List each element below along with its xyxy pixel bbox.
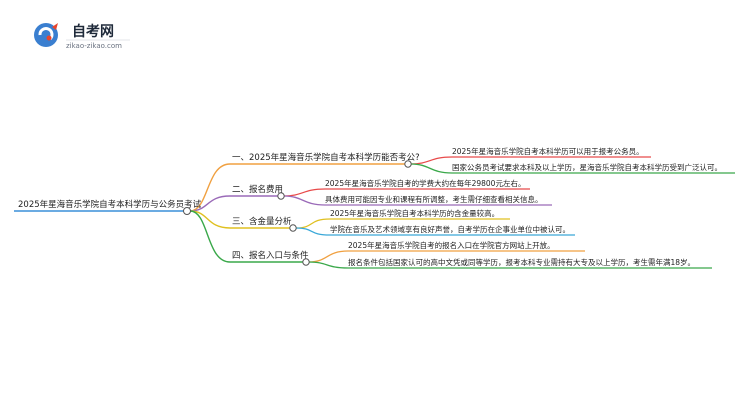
branch-label[interactable]: 二、报名费用 xyxy=(232,184,283,195)
leaf-connector xyxy=(283,195,326,206)
root-node-dot[interactable] xyxy=(183,207,191,215)
leaf-connector xyxy=(410,163,453,174)
leaf-connector xyxy=(295,227,331,236)
logo-icon xyxy=(34,23,58,47)
leaf-text[interactable]: 2025年星海音乐学院自考本科学历可以用于报考公务员。 xyxy=(452,146,644,156)
logo-title: 自考网 xyxy=(72,23,114,40)
branch-connector xyxy=(189,195,231,212)
mindmap-nodes: 2025年星海音乐学院自考本科学历与公务员考试 一、2025年星海音乐学院自考本… xyxy=(14,146,722,267)
branch-node-dot[interactable] xyxy=(277,192,285,200)
leaf-connector xyxy=(295,218,331,229)
leaf-connector xyxy=(308,261,349,269)
branch-node-dot[interactable] xyxy=(404,160,412,168)
leaf-text[interactable]: 国家公务员考试要求本科及以上学历，星海音乐学院自考本科学历受到广泛认可。 xyxy=(452,162,722,172)
branch-label[interactable]: 一、2025年星海音乐学院自考本科学历能否考公? xyxy=(232,152,420,163)
branch-node-dot[interactable] xyxy=(289,224,297,232)
leaf-connector xyxy=(283,188,326,197)
branch-connector xyxy=(189,163,231,212)
branch-connector xyxy=(189,210,231,263)
branch-node-dot[interactable] xyxy=(302,258,310,266)
leaf-connector xyxy=(308,250,349,263)
site-logo[interactable]: 自考网 zikao-zikao.com xyxy=(34,23,130,50)
leaf-text[interactable]: 报名条件包括国家认可的高中文凭或同等学历，报考本科专业需持有大专及以上学历，考生… xyxy=(348,257,695,267)
logo-url: zikao-zikao.com xyxy=(66,42,122,50)
leaf-text[interactable]: 具体费用可能因专业和课程有所调整，考生需仔细查看相关信息。 xyxy=(325,194,543,204)
leaf-text[interactable]: 2025年星海音乐学院自考的学费大约在每年29800元左右。 xyxy=(325,178,525,188)
leaf-text[interactable]: 学院在音乐及艺术领域享有良好声誉，自考学历在企事业单位中被认可。 xyxy=(330,224,570,234)
leaf-text[interactable]: 2025年星海音乐学院自考本科学历的含金量较高。 xyxy=(330,208,499,218)
connector-lines xyxy=(189,156,735,269)
branch-label[interactable]: 三、含金量分析 xyxy=(232,216,292,227)
branch-label[interactable]: 四、报名入口与条件 xyxy=(232,250,309,261)
root-topic-label[interactable]: 2025年星海音乐学院自考本科学历与公务员考试 xyxy=(18,199,202,210)
leaf-text[interactable]: 2025年星海音乐学院自考的报名入口在学院官方网站上开放。 xyxy=(348,240,555,250)
